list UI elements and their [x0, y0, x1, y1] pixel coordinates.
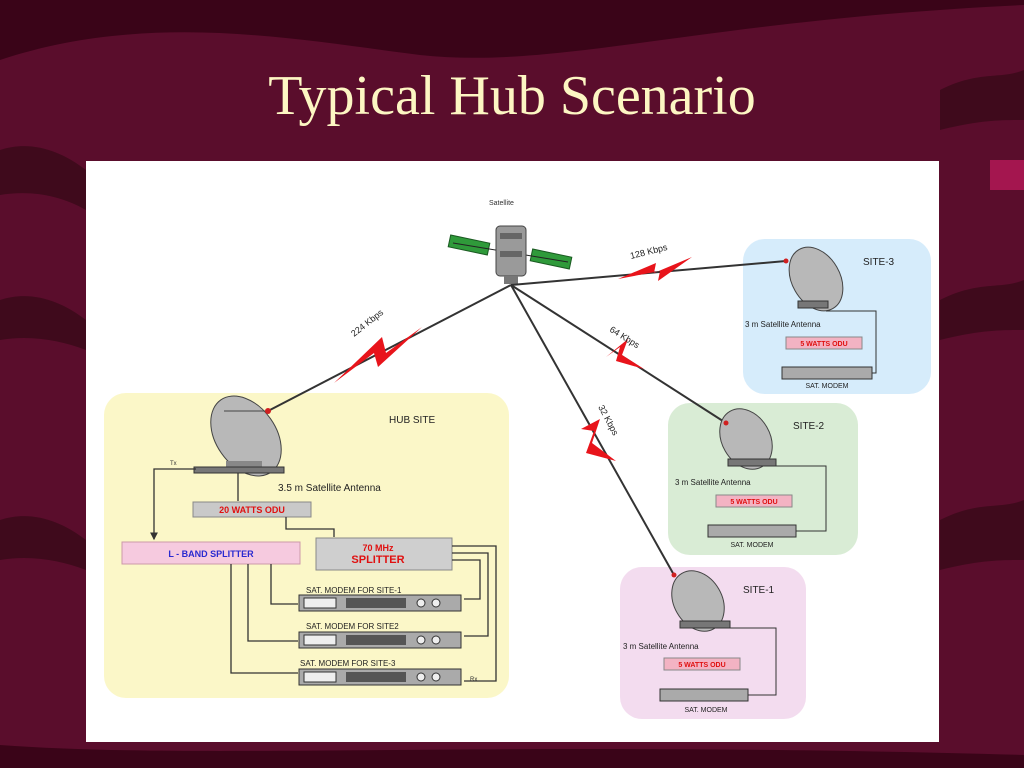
- satellite-label: Satellite: [489, 200, 514, 207]
- wave-left-3: [0, 516, 86, 570]
- site3-wiring: [826, 310, 877, 374]
- link-label-site3: 128 Kbps: [629, 242, 669, 261]
- site1-area: [620, 567, 806, 719]
- hub-rx-label: Rx: [470, 677, 477, 683]
- site2-odu-box: [715, 494, 793, 508]
- hub-antenna-label: 3.5 m Satellite Antenna: [278, 483, 381, 494]
- site2-modem-label: SAT. MODEM: [730, 542, 773, 549]
- site3-modem-box: [781, 366, 873, 380]
- site3-antenna-label: 3 m Satellite Antenna: [745, 320, 821, 329]
- link-label-site1: 32 Kbps: [596, 403, 621, 437]
- site2-modem-box: [707, 524, 797, 538]
- lightning-site3: [618, 257, 692, 281]
- slide-title: Typical Hub Scenario: [268, 65, 756, 127]
- hub-modem-1-label: SAT. MODEM FOR SITE-1: [306, 586, 402, 595]
- hub-antenna-icon: [193, 395, 285, 477]
- lightning-site2: [606, 339, 644, 369]
- wave-left-2: [0, 296, 86, 350]
- site1-modem-label: SAT. MODEM: [684, 707, 727, 714]
- hub-tx-label: Tx: [170, 461, 177, 467]
- hub-odu-label: 20 WATTS ODU: [219, 505, 285, 515]
- site2-area: [668, 403, 858, 555]
- site1-odu-label: 5 WATTS ODU: [678, 662, 725, 669]
- diagram-panel: Satellite 224 Kbps 128 Kbps 64 Kbps 32 K…: [86, 161, 939, 742]
- lightning-site1: [581, 419, 616, 461]
- site2-antenna-icon: [719, 408, 777, 470]
- hub-modem-2: [298, 631, 462, 649]
- wave-top: [0, 0, 1024, 60]
- mhz-splitter-box: [315, 537, 453, 571]
- wave-right-3: [940, 500, 1024, 570]
- right-accent-block: [990, 160, 1024, 190]
- site2-wiring: [776, 465, 827, 532]
- l-band-splitter-label: L - BAND SPLITTER: [168, 549, 254, 559]
- satellite-icon: [447, 225, 573, 284]
- wave-right-1: [940, 70, 1024, 130]
- site3-antenna-icon: [783, 246, 844, 312]
- lightning-hub: [334, 327, 422, 383]
- l-band-splitter-box: [121, 541, 301, 565]
- site1-title: SITE-1: [743, 585, 775, 596]
- site1-antenna-label: 3 m Satellite Antenna: [623, 642, 699, 651]
- wave-left-1: [0, 146, 86, 210]
- network-diagram: Satellite 224 Kbps 128 Kbps 64 Kbps 32 K…: [104, 200, 931, 719]
- hub-modem-1: [298, 594, 462, 612]
- hub-modem-3: [298, 668, 462, 686]
- site3-odu-label: 5 WATTS ODU: [800, 341, 847, 348]
- link-label-hub: 224 Kbps: [349, 307, 386, 339]
- mhz-splitter-line1: 70 MHz: [362, 543, 394, 553]
- site2-antenna-label: 3 m Satellite Antenna: [675, 478, 751, 487]
- hub-site-title: HUB SITE: [389, 415, 435, 426]
- hub-wiring: [150, 468, 497, 682]
- site1-odu-box: [663, 657, 741, 671]
- site1-wiring: [726, 627, 777, 696]
- site2-title: SITE-2: [793, 421, 825, 432]
- site1-antenna-icon: [671, 570, 731, 632]
- mhz-splitter-line2: SPLITTER: [351, 554, 404, 566]
- site1-modem-box: [659, 688, 749, 702]
- hub-modem-3-label: SAT. MODEM FOR SITE-3: [300, 659, 396, 668]
- wave-right-2: [940, 280, 1024, 340]
- link-line-hub: [267, 284, 512, 412]
- site3-modem-label: SAT. MODEM: [805, 383, 848, 390]
- wave-bottom: [0, 745, 1024, 768]
- site3-odu-box: [785, 336, 863, 350]
- hub-modem-2-label: SAT. MODEM FOR SITE2: [306, 622, 399, 631]
- hub-odu-box: [192, 501, 312, 518]
- site3-title: SITE-3: [863, 257, 895, 268]
- site2-odu-label: 5 WATTS ODU: [730, 499, 777, 506]
